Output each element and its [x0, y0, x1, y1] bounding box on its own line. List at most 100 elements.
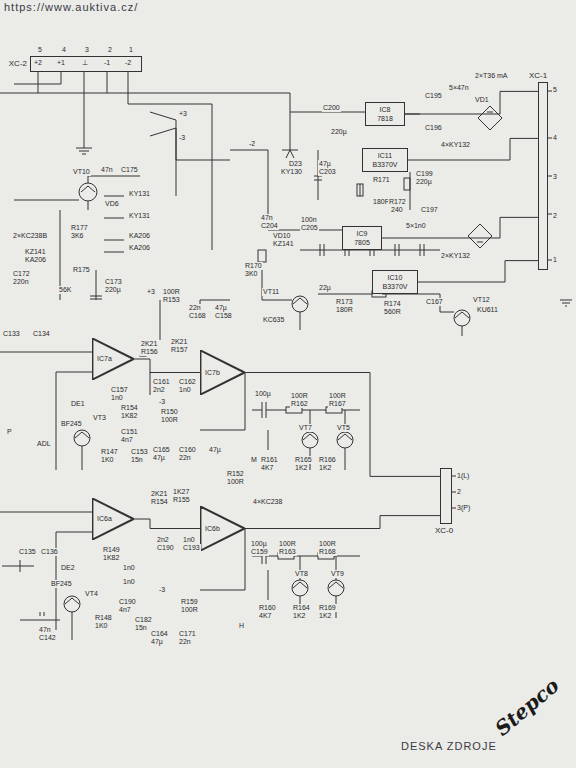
connector: XC-1 — [538, 82, 548, 270]
wire — [408, 138, 538, 160]
component-label: R163 — [278, 548, 297, 556]
component-label: 2 — [107, 46, 113, 54]
component-label: C175 — [120, 166, 139, 174]
component-label: 1n0 — [122, 578, 136, 586]
component-label: -2 — [124, 59, 132, 67]
component-label: R157 — [170, 346, 189, 354]
wire — [405, 91, 538, 114]
regulator-box: IC87818 — [365, 102, 405, 126]
component-label: C160 — [178, 446, 197, 454]
watermark: Stepco — [490, 674, 564, 741]
component-label: +3 — [178, 110, 188, 118]
component-label: 4 — [552, 134, 558, 142]
component-label: 3(P) — [456, 504, 471, 512]
component-label: BF245 — [50, 580, 73, 588]
component-label: 4 — [61, 46, 67, 54]
component-label: VD6 — [104, 200, 120, 208]
component-label: C196 — [424, 124, 443, 132]
opamp-outline — [200, 506, 244, 550]
part-label: B3370V — [366, 160, 404, 169]
part-label: IC6b — [205, 525, 220, 533]
component-label: 2×KC238B — [12, 232, 48, 240]
component-label: 47µ — [318, 160, 332, 168]
component-label: 220n — [12, 278, 30, 286]
opamp-outline — [92, 498, 133, 539]
part-label: IC9 — [346, 229, 378, 238]
component-label: 2 — [456, 488, 462, 496]
component-label: 100R — [278, 540, 297, 548]
component-label: R168 — [318, 548, 337, 556]
component-label: -3 — [178, 134, 186, 142]
component-label: R154 — [150, 498, 169, 506]
component-label: KY131 — [128, 190, 151, 198]
component-label: -3 — [158, 586, 166, 594]
component-label: 1K27 — [172, 488, 190, 496]
component-label: R156 — [140, 348, 159, 356]
component-label: R149 — [102, 546, 121, 554]
part-label: IC8 — [369, 105, 401, 114]
component-label: C165 — [152, 446, 171, 454]
part-label: IC10 — [376, 273, 414, 282]
component-label: 220µ — [415, 178, 433, 186]
opamp-symbol: IC6a — [92, 498, 134, 540]
component-label: 1n0 — [122, 564, 136, 572]
component-label: VT12 — [472, 296, 491, 304]
component-label: 22µ — [318, 284, 332, 292]
component-label: 22n — [188, 304, 202, 312]
component-label: C159 — [250, 548, 269, 556]
component-label: VD1 — [474, 96, 490, 104]
wire — [245, 373, 440, 477]
component-label: 47µ — [214, 304, 228, 312]
component-label: KZ141 — [272, 240, 295, 248]
component-label: C197 — [420, 206, 439, 214]
component-label: 100R — [162, 288, 181, 296]
component-label: C190 — [156, 544, 175, 552]
component-label: 5 — [552, 86, 558, 94]
component-label: D23 — [288, 160, 303, 168]
component-label: -2 — [248, 140, 256, 148]
component-label: C200 — [322, 104, 341, 112]
component-label: 100R — [290, 392, 309, 400]
component-label: 4×KY132 — [440, 141, 471, 149]
part-label: XC-1 — [529, 71, 547, 80]
component-label: 3K0 — [244, 270, 258, 278]
component-label: 2×KY132 — [440, 252, 471, 260]
component-label: 4n7 — [118, 606, 132, 614]
component-label: R160 — [258, 604, 277, 612]
component-label: VT10 — [72, 168, 91, 176]
component-label: R171 — [372, 176, 391, 184]
component-label: VT9 — [330, 570, 345, 578]
component-label: 1K2 — [318, 464, 332, 472]
component-label: +1 — [56, 59, 66, 67]
component-label: VT4 — [84, 590, 99, 598]
component-label: 1 — [128, 46, 134, 54]
component-label: C173 — [104, 278, 123, 286]
component-label: C151 — [120, 428, 139, 436]
component-label: R152 — [226, 470, 245, 478]
component-label: C204 — [260, 222, 279, 230]
component-label: 5×1n0 — [405, 222, 427, 230]
component-label: 47µ — [208, 446, 222, 454]
component-label: 2×T36 mA — [474, 72, 509, 80]
component-label: C167 — [425, 298, 444, 306]
component-label: 1K82 — [120, 412, 138, 420]
component-label: 2K21 — [140, 340, 158, 348]
connector: XC-0 — [440, 468, 452, 524]
component-label: 2K21 — [150, 490, 168, 498]
part-label: XC-2 — [9, 59, 27, 68]
component-label: 47µ — [150, 638, 164, 646]
wire — [134, 519, 200, 529]
component-label: R162 — [290, 400, 309, 408]
component-label: 5×47n — [448, 84, 470, 92]
component-label: 1K2 — [292, 612, 306, 620]
regulator-box: IC10B3370V — [372, 270, 418, 294]
component-label: 15n — [130, 456, 144, 464]
component-label: 5 — [37, 46, 43, 54]
component-label: 1n0 — [178, 386, 192, 394]
component-label: DE1 — [70, 400, 86, 408]
component-label: https://www.auktiva.cz/ — [3, 1, 139, 14]
opamp-outline — [92, 338, 133, 379]
component-label: 47n — [260, 214, 274, 222]
component-label: 100µ — [254, 390, 272, 398]
component-label: C182 — [134, 616, 153, 624]
